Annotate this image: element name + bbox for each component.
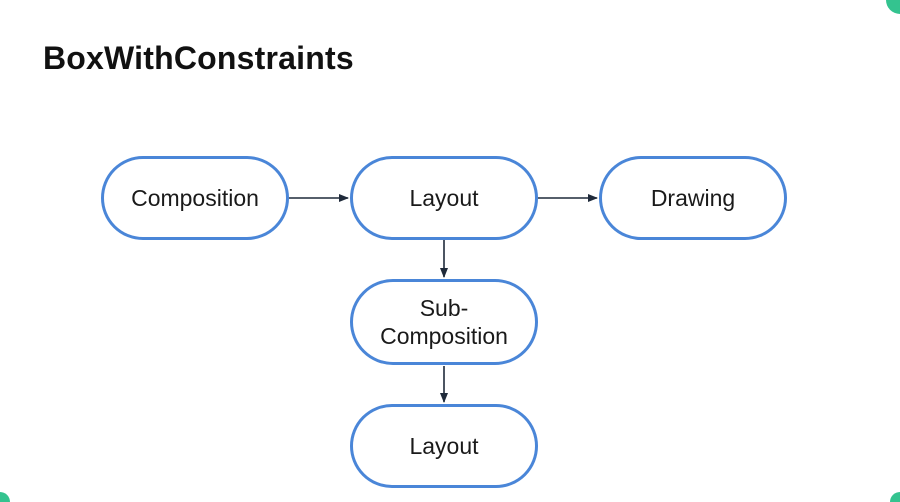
node-sub-composition: Sub- Composition — [350, 279, 538, 365]
slide-title: BoxWithConstraints — [43, 40, 354, 76]
node-layout-bottom: Layout — [350, 404, 538, 488]
node-composition: Composition — [101, 156, 289, 240]
node-layout: Layout — [350, 156, 538, 240]
frame-corner-accent-bottom-left — [0, 492, 10, 502]
frame-corner-accent-bottom-right — [890, 492, 900, 502]
node-drawing: Drawing — [599, 156, 787, 240]
